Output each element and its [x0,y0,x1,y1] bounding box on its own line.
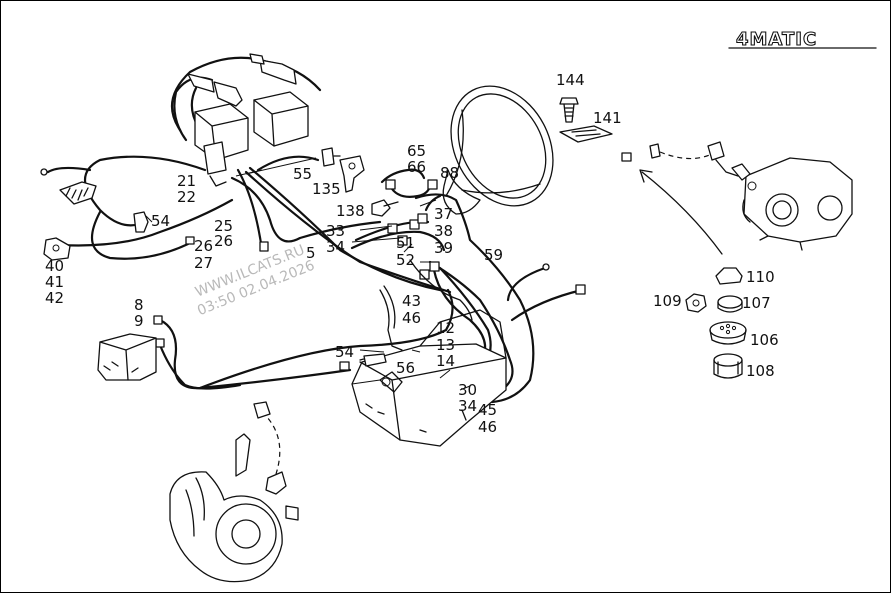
callout-label: 27 [194,254,213,272]
callout-label: 34 [326,238,345,256]
callout-label: 51 [396,234,415,252]
callout-label: 33 [326,222,345,240]
callout-label: 109 [653,292,682,310]
callout-label: 65 [407,142,426,160]
callout-label: 37 [434,205,453,223]
connector-kit [685,267,747,379]
harness-connectors [133,147,586,402]
callout-label: 46 [402,309,421,327]
callout-label: 138 [336,202,365,220]
brand-badge: 4MATIC [728,28,877,51]
callout-label: 88 [440,164,459,182]
callout-label: 43 [402,292,421,310]
rear-differential [731,157,853,251]
callout-label: 52 [396,251,415,269]
speed-sensor-cable [621,141,739,177]
callout-label: 54 [335,343,354,361]
bracket-135 [339,155,365,193]
connector-40 [43,237,71,261]
callout-label: 56 [396,359,415,377]
callout-label: 106 [750,331,779,349]
callout-label: 5 [306,244,316,262]
steering-wheel [442,85,554,215]
screw-144 [559,97,579,123]
callout-label: 8 [134,296,144,314]
callout-label: 141 [593,109,622,127]
callout-label: 107 [742,294,771,312]
hydraulic-unit [351,259,507,447]
callout-label: 38 [434,222,453,240]
callout-label: 110 [746,268,775,286]
callout-label: 12 [436,319,455,337]
connector-plug-left [40,168,97,205]
brand-badge-text: 4MATIC [736,29,817,50]
callout-label: 21 [177,172,196,190]
callout-label: 66 [407,158,426,176]
arrow [639,169,723,255]
callout-label: 26 [214,232,233,250]
callout-label: 41 [45,273,64,291]
callout-label: 25 [214,217,233,235]
callout-label: 40 [45,257,64,275]
front-wheel-hub [169,401,299,583]
callout-label: 13 [436,336,455,354]
callout-label: 42 [45,289,64,307]
callout-label: 9 [134,312,144,330]
bolt-138 [371,199,399,217]
wiring-harness [46,56,584,404]
callout-label: 30 [458,381,477,399]
callout-label: 22 [177,188,196,206]
callout-label: 46 [478,418,497,436]
callout-label: 45 [478,401,497,419]
control-module-8-9 [97,333,157,381]
plate-141 [559,125,613,143]
relay-module-group [187,53,309,187]
callout-label: 135 [312,180,341,198]
callout-label: 55 [293,165,312,183]
callout-label: 144 [556,71,585,89]
callout-label: 59 [484,246,503,264]
callout-labels: 144 141 65 66 88 21 22 55 135 138 54 25 … [45,71,779,436]
callout-label: 26 [194,237,213,255]
callout-label: 54 [151,212,170,230]
callout-label: 108 [746,362,775,380]
callout-label: 14 [436,352,455,370]
leader-lines [145,157,471,391]
callout-label: 34 [458,397,477,415]
callout-label: 39 [434,239,453,257]
